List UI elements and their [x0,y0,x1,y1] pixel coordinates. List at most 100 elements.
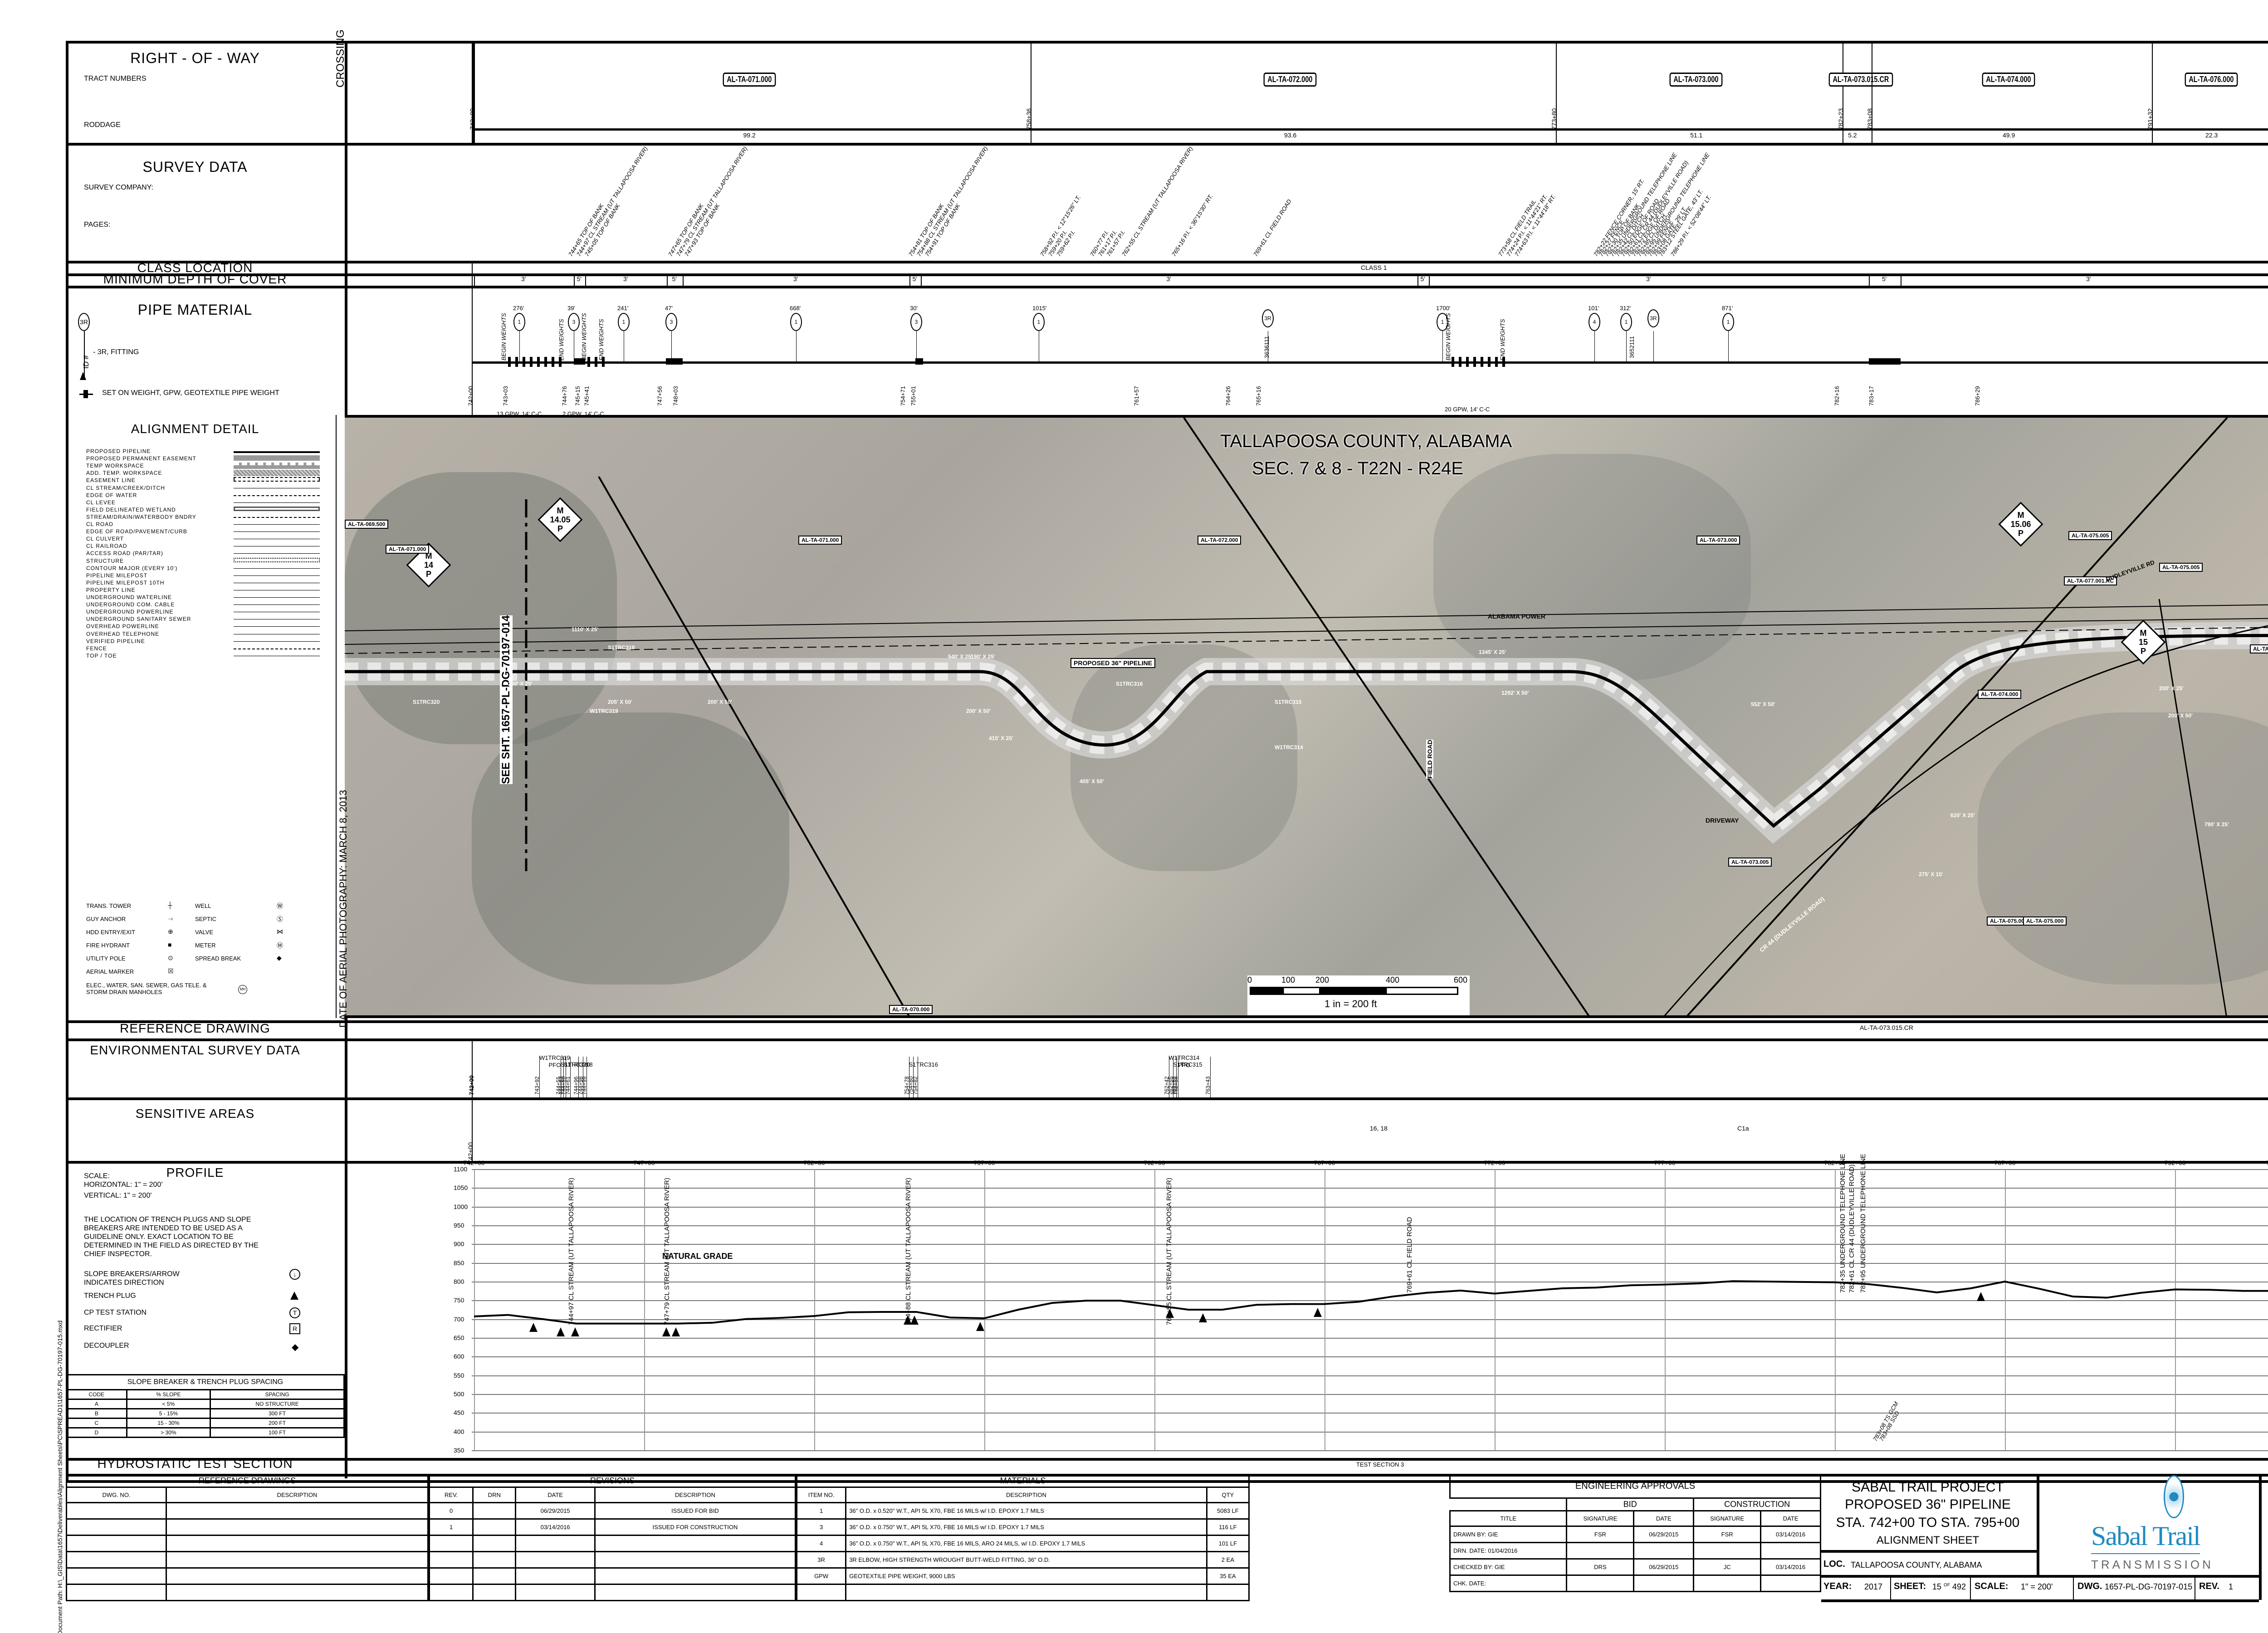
symbol-icon: ⤙ [168,915,173,922]
map-tract-tag[interactable]: AL-TA-075.005 [2159,563,2203,572]
map-tract-tag[interactable]: AL-TA-075.005 [2068,531,2112,540]
tract-station: 791+32 [2146,108,2154,130]
pipe-station: 745+41 [583,386,590,406]
env-station: 744+61 [564,1076,571,1095]
legend-symbol-icon [234,506,320,511]
aerial-map[interactable]: TALLAPOOSA COUNTY, ALABAMA SEC. 7 & 8 - … [345,415,2268,1018]
x-tick: 762+00 [1144,1159,1165,1166]
env-station: 743+92 [534,1076,540,1095]
trench-plug-icon [910,1315,919,1325]
rev-value: 1 [2229,1582,2234,1591]
pipe-length: 668' [790,305,801,312]
tract-number[interactable]: AL-TA-072.000 [1263,73,1317,87]
sheet-label: SHEET: [1894,1581,1926,1591]
logo-sub: TRANSMISSION [2091,1558,2214,1571]
map-tract-tag[interactable]: AL-TA-073.005 [1728,858,1772,867]
pipe-length: 101' [1588,305,1599,312]
map-tract-tag[interactable]: AL-TA-075.000 [2023,916,2067,926]
id-label: ID # [83,355,90,369]
weights-marker: END WEIGHTS [558,319,565,361]
environmental-feature: W1TRC314 [1275,744,1303,751]
symbol-icon: ◆ [277,954,282,961]
legend-symbol-icon [234,641,320,642]
symbol-label: SEPTIC [195,916,216,922]
weight-legend-text: SET ON WEIGHT, GPW, GEOTEXTILE PIPE WEIG… [102,389,279,397]
legend-item: PROPOSED PERMANENT EASEMENT [86,455,196,462]
tract-number[interactable]: AL-TA-076.000 [2185,73,2238,87]
trench-plug-icon [1976,1292,1985,1301]
environmental-feature: S1TRC315 [1275,699,1302,705]
map-tract-tag[interactable]: AL-TA-073.000 [1696,536,1740,545]
legend-symbol-icon [234,575,320,576]
map-tract-tag[interactable]: AL-TA-072.000 [1198,536,1242,545]
profile-chart: 1100110010501050100010009509509009008508… [454,1154,2268,1456]
scale-label: SCALE: [1975,1581,2009,1591]
logo-compass-icon [2164,1475,2184,1518]
symbol-label: FIRE HYDRANT [86,942,130,949]
tract-number[interactable]: AL-TA-071.000 [723,73,776,87]
y-tick: 350 [454,1447,464,1454]
pipe-item-tag: 1 [1722,313,1734,331]
alignment-detail-title: ALIGNMENT DETAIL [131,422,259,436]
legend-symbol-icon [234,553,320,554]
trench-plug-icon [904,1315,912,1325]
symbol-icon: Ⓜ [277,942,283,949]
pipe-item-tag: 1 [790,313,802,331]
env-station: 744+63 [558,1076,565,1095]
pipe-station: 742+00 [467,386,474,406]
cover-depth: 5' [577,275,582,283]
tract-number[interactable]: AL-TA-073.015.CR [1828,73,1893,87]
legend-item: CL RAILROAD [86,543,127,550]
tract-number[interactable]: AL-TA-074.000 [1982,73,2035,87]
match-line-left[interactable]: SEE SHT. 1657-PL-DG-70197-014 [500,615,513,784]
tract-station: 783+08 [1866,108,1873,130]
y-tick: 1050 [454,1184,468,1192]
cover-depth: 5' [672,275,677,283]
legend-symbol-icon [234,557,320,562]
map-tract-tag[interactable]: AL-TA-075.000 [1987,916,2031,926]
legend-item: UNDERGROUND WATERLINE [86,594,172,600]
profile-annotation: 782+95 UNDERGROUND TELEPHONE LINE [1859,1154,1867,1293]
pipe-length: 871' [1722,305,1733,312]
env-feature: S1TRC320 [561,1061,590,1068]
profile-annotation: 769+61 CL FIELD ROAD [1405,1217,1413,1293]
weights-marker: END WEIGHTS [598,319,605,361]
pipe-station: 748+03 [672,386,679,406]
workspace-dimension: 790' X 25' [2204,821,2229,828]
symbol-icon: ┼ [168,902,172,909]
map-tract-tag[interactable]: AL-TA-069.500 [345,520,389,529]
symbol-label: VALVE [195,929,213,936]
trench-plug-icon [671,1327,680,1336]
x-tick: 782+00 [1824,1159,1846,1166]
pipe-station: 744+76 [561,386,568,406]
workspace-dimension: 200' X 25' [2159,685,2184,692]
field-road-label: FIELD ROAD [1426,740,1433,779]
map-tract-tag[interactable]: AL-TA-070.000 [889,1005,933,1014]
y-tick: 800 [454,1278,464,1285]
tract-number[interactable]: AL-TA-073.000 [1669,73,1723,87]
station-range: STA. 742+00 TO STA. 795+00 [1836,1515,2020,1530]
map-tract-tag[interactable]: AL-TA-071.000 [798,536,842,545]
x-tick: 747+00 [633,1159,655,1166]
map-tract-tag[interactable]: AL-TA-077.001.RC [2064,576,2117,585]
environmental-feature: S1TRC316 [1116,681,1143,687]
legend-item: EDGE OF ROAD/PAVEMENT/CURB [86,528,187,535]
trench-plug-icon [1314,1307,1322,1317]
symbol-label: AERIAL MARKER [86,968,134,975]
workspace-dimension: 200' X 50' [966,708,991,714]
legend-symbol-icon [234,477,320,482]
sensitive-value-1: 16, 18 [1370,1125,1388,1132]
map-tract-tag[interactable]: AL-TA-074.000 [1978,690,2022,699]
map-tract-tag[interactable]: AL-TA-076.000 [2250,644,2268,653]
pipe-item-tag: 1 [618,313,630,331]
scale-value: 1" = 200' [2021,1582,2053,1591]
cover-depth: 5' [1882,275,1887,283]
map-tract-tag[interactable]: AL-TA-071.000 [386,545,430,554]
workspace-dimension: 190' X 25' [971,653,995,660]
legend-item: CL CULVERT [86,536,124,542]
y-tick: 900 [454,1240,464,1248]
env-station: 744+99 [581,1076,588,1095]
legend-item: EASEMENT LINE [86,477,136,484]
legend-item: ACCESS ROAD (PAR/TAR) [86,550,163,557]
profile-legend-icon: ↓ [289,1269,300,1280]
